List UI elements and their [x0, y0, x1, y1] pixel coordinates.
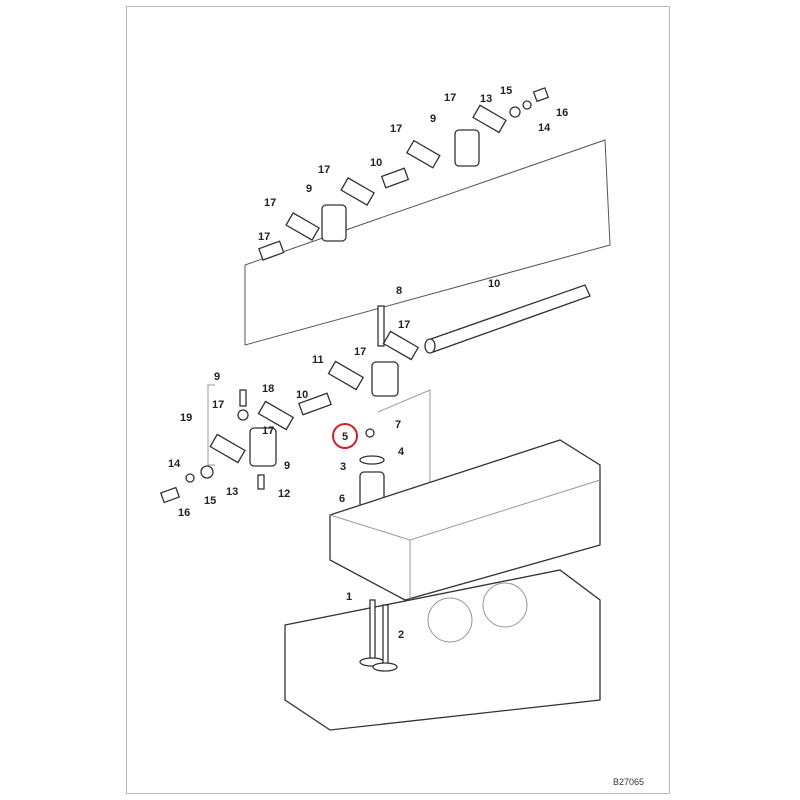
cylinder-block [284, 569, 601, 731]
callout-17: 17 [354, 346, 366, 358]
callout-10: 10 [488, 278, 500, 290]
callout-6: 6 [339, 493, 345, 505]
callout-12: 12 [278, 488, 290, 500]
callout-16: 16 [178, 507, 190, 519]
cylinder-head [329, 439, 601, 601]
callout-17: 17 [264, 197, 276, 209]
callout-16: 16 [556, 107, 568, 119]
callout-17: 17 [398, 319, 410, 331]
valves [359, 599, 398, 672]
callout-17: 17 [258, 231, 270, 243]
callout-9: 9 [306, 183, 312, 195]
callout-11: 11 [312, 354, 324, 366]
callout-13: 13 [226, 486, 238, 498]
drawing-code: B27065 [613, 777, 645, 787]
callout-15: 15 [500, 85, 512, 97]
callout-17: 17 [318, 164, 330, 176]
callout-4: 4 [398, 446, 405, 458]
callout-19: 19 [180, 412, 192, 424]
callout-15: 15 [204, 495, 216, 507]
callout-7: 7 [395, 419, 401, 431]
callout-13: 13 [480, 93, 492, 105]
callout-14: 14 [168, 458, 181, 470]
parts-drawing [159, 87, 611, 731]
callout-17: 17 [262, 425, 274, 437]
rocker-shaft [424, 284, 591, 354]
callout-18: 18 [262, 383, 274, 395]
callout-10: 10 [296, 389, 308, 401]
callout-10: 10 [370, 157, 382, 169]
callout-9: 9 [214, 371, 220, 383]
callout-8: 8 [396, 285, 402, 297]
upper-rocker-assembly [258, 87, 550, 261]
lower-rocker-assembly [159, 305, 420, 504]
diagram-frame [126, 6, 670, 794]
callout-5: 5 [342, 431, 348, 443]
callout-17: 17 [444, 92, 456, 104]
callout-labels: 1513171614179171017917108111717918171019… [168, 85, 568, 641]
callout-2: 2 [398, 629, 404, 641]
callout-3: 3 [340, 461, 346, 473]
highlight-circle [332, 423, 358, 449]
callout-17: 17 [212, 399, 224, 411]
callout-1: 1 [346, 591, 352, 603]
callout-9: 9 [430, 113, 436, 125]
callout-9: 9 [284, 460, 290, 472]
callout-17: 17 [390, 123, 402, 135]
callout-14: 14 [538, 122, 551, 134]
